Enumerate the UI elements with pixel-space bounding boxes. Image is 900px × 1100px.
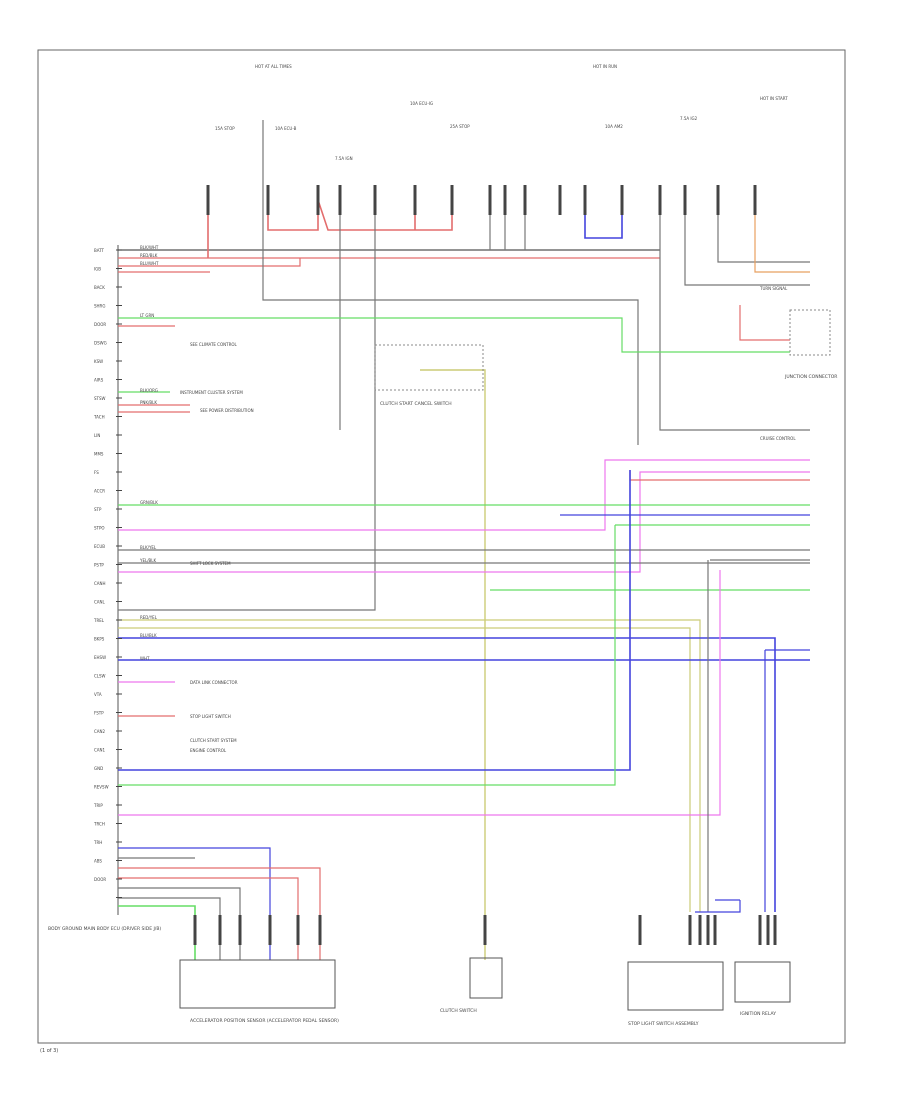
ecu-pin-label: TACH [93, 415, 105, 420]
wire-color-label: PNK/BLK [140, 400, 157, 405]
ecu-pin-label: VTA [94, 692, 102, 697]
system-note: CRUISE CONTROL [760, 436, 796, 441]
fuse-label: 7.5A IG2 [680, 116, 698, 121]
system-note: ENGINE CONTROL [190, 748, 227, 753]
connector-ticks [116, 185, 777, 945]
system-note: STOP LIGHT SWITCH [190, 714, 231, 719]
ecu-pin-label: CAN2 [94, 729, 106, 734]
wire-color-label: RED/YEL [140, 615, 158, 620]
ecu-pin-label: REVSW [94, 785, 109, 790]
ecu-pin-label: ABS [94, 859, 102, 864]
wire-color-label: GRN/BLK [140, 500, 158, 505]
system-note: SEE CLIMATE CONTROL [190, 342, 237, 347]
ecu-pin-label: IGB [94, 267, 101, 272]
ecu-pin-label: STPO [94, 526, 105, 531]
ecu-pin-label: BKPS [94, 637, 105, 642]
accel-sensor-label: ACCELERATOR POSITION SENSOR (ACCELERATOR… [190, 1018, 339, 1024]
wire-color-label: BLK/ORG [140, 388, 158, 393]
system-notes: SEE CLIMATE CONTROL INSTRUMENT CLUSTER SY… [180, 286, 796, 753]
ecu-pin-label: CANL [94, 600, 106, 605]
relay-label: IGNITION RELAY [740, 1011, 776, 1017]
fuse-labels: HOT AT ALL TIMES HOT IN RUN 15A STOP 10A EC… [215, 64, 788, 161]
ecu-pin-label: PSTP [94, 563, 104, 568]
fuse-label: 15A STOP [215, 126, 235, 131]
ecu-pin-label: MMS [94, 452, 104, 457]
stop-switch-box [627, 961, 724, 1011]
system-note: INSTRUMENT CLUSTER SYSTEM [180, 390, 243, 395]
ecu-pin-label: GND [94, 766, 103, 771]
accelerator-sensor-box [179, 959, 336, 1009]
fuse-label: 25A STOP [450, 124, 470, 129]
main-ecu-label: BODY GROUND MAIN BODY ECU (DRIVER SIDE J… [48, 926, 161, 932]
wire-color-label: RED/BLK [140, 253, 158, 258]
wire-harness [118, 120, 810, 960]
wire-color-label: LT GRN [140, 313, 154, 318]
relay-box [734, 961, 791, 1003]
ecu-pin-label: TRH [93, 840, 102, 845]
ecu-pin-label: LIN [94, 433, 100, 438]
ecu-pin-label: TRCH [93, 822, 105, 827]
wire-color-label: BLU/BLK [140, 633, 157, 638]
wire-color-label: BLK/YEL [140, 545, 157, 550]
fuse-label: 10A AM2 [605, 124, 623, 129]
ecu-pin-label: KSW [94, 359, 103, 364]
ecu-pin-label: TREL [93, 618, 105, 623]
ecu-pin-label: DOOR [94, 877, 106, 882]
right-module-label: JUNCTION CONNECTOR [784, 374, 837, 380]
footer-label: (1 of 3) [40, 1048, 58, 1054]
clutch-sensor-label: CLUTCH SWITCH [440, 1008, 477, 1014]
diagram-frame [37, 49, 846, 1044]
system-note: TURN SIGNAL [759, 286, 788, 291]
ecu-pin-label: STSW [94, 396, 106, 401]
wire-color-label: BLK/WHT [140, 245, 159, 250]
ecu-pin-label: STP [94, 507, 102, 512]
system-note: CLUTCH START SYSTEM [190, 738, 237, 743]
system-note: SEE POWER DISTRIBUTION [200, 408, 254, 413]
center-module [374, 344, 484, 391]
wire-color-label: BLU/WHT [140, 261, 159, 266]
ecu-pin-label: BACK [94, 285, 105, 290]
ecu-pin-label: EHSW [94, 655, 106, 660]
ecu-pin-label: SHRG [94, 304, 105, 309]
ecu-pin-label: CANH [94, 581, 106, 586]
clutch-sensor-box [469, 957, 503, 999]
ecu-pin-label: ECUB [94, 544, 105, 549]
system-note: DATA LINK CONNECTOR [190, 680, 238, 685]
right-module [789, 309, 831, 356]
ecu-pin-label: DSWG [94, 341, 107, 346]
ecu-pin-label: FSTP [94, 711, 104, 716]
stop-switch-label: STOP LIGHT SWITCH ASSEMBLY [628, 1021, 699, 1027]
ecu-pin-label: FS [94, 470, 99, 475]
ecu-pin-label: AIRS [94, 378, 104, 383]
ecu-pin-label: CLSW [94, 674, 106, 679]
fuse-label: 10A ECU-IG [410, 101, 433, 106]
ecu-pin-label: CAN1 [94, 748, 106, 753]
ecu-pin-label: TRIP [93, 803, 103, 808]
center-module-label: CLUTCH START CANCEL SWITCH [380, 401, 452, 407]
ecu-pin-label: BATT [94, 248, 105, 253]
ecu-pin-labels: BATT IGB BACK SHRG DOOR DSWG KSW AIRS STSW TACH LI… [93, 248, 109, 882]
wire-color-label: WHT [140, 656, 150, 661]
ecu-pin-label: DOOR [94, 322, 106, 327]
fuse-label: HOT IN START [760, 96, 788, 101]
fuse-label: 10A ECU-B [275, 126, 297, 131]
fuse-label: HOT IN RUN [593, 64, 617, 69]
wire-color-label: YEL/BLK [139, 558, 157, 563]
wire-color-labels: BLK/WHT RED/BLK BLU/WHT LT GRN BLK/ORG PNK/BL… [139, 245, 159, 661]
fuse-label: HOT AT ALL TIMES [255, 64, 292, 69]
fuse-label: 7.5A IGN [335, 156, 353, 161]
ecu-pin-label: ACCR [94, 489, 105, 494]
system-note: SHIFT LOCK SYSTEM [190, 561, 231, 566]
